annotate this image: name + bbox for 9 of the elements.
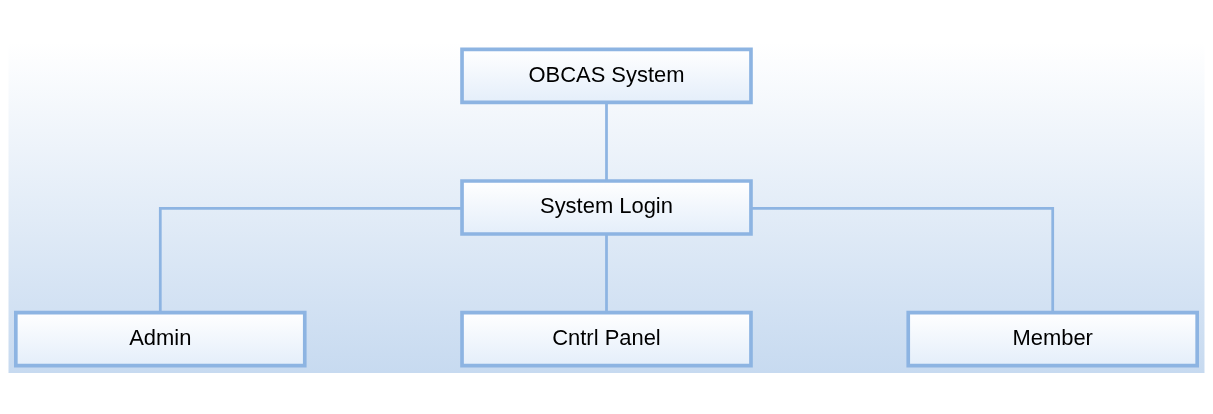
node-box: System Login — [460, 178, 753, 236]
node-box: Cntrl Panel — [460, 310, 753, 367]
connector — [605, 233, 608, 313]
node-box: Admin — [14, 310, 307, 367]
node-box: Member — [906, 310, 1199, 367]
connector — [751, 206, 1055, 312]
node-box: OBCAS System — [460, 47, 753, 104]
connector — [158, 206, 462, 312]
connector — [605, 102, 608, 181]
